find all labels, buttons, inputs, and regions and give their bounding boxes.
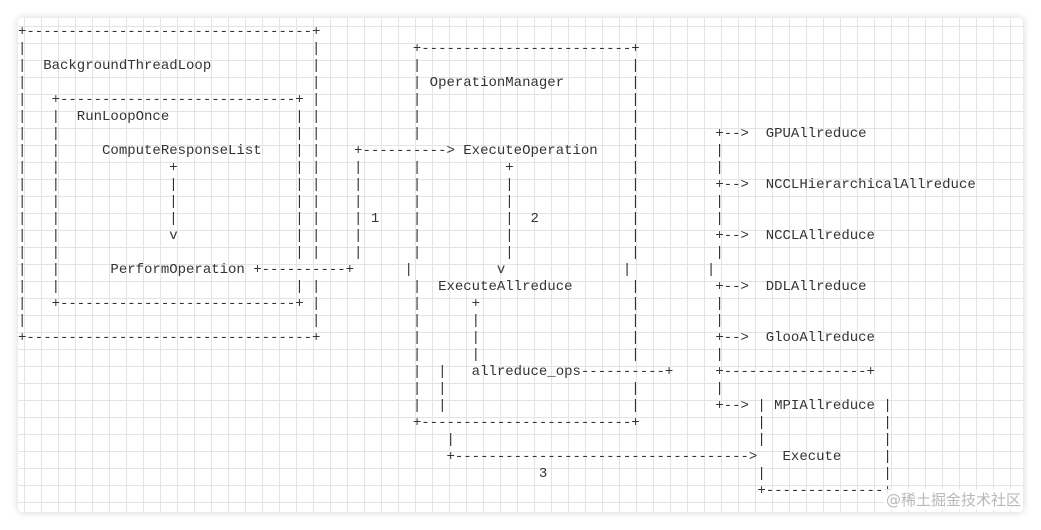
- diagram-line: +-----------------------------------> Ex…: [18, 449, 892, 465]
- diagram-line: | | | | | | | | | |: [18, 194, 724, 210]
- diagram-line: | | + | | | | + | |: [18, 160, 724, 176]
- grid-canvas: [18, 18, 1023, 512]
- diagram-line: +--------------+: [18, 483, 892, 499]
- diagram-line: | | v | | | | | | +--> NCCLAllreduce: [18, 228, 875, 244]
- diagram-line: +-------------------------+ | |: [18, 415, 892, 431]
- diagram-line: 3 | |: [18, 466, 892, 482]
- diagram-line: | | | | | | | | | +--> NCCLHierarchicalA…: [18, 177, 976, 193]
- diagram-line: +----------------------------------+ | |…: [18, 330, 875, 346]
- diagram-line: | | +-------------------------+: [18, 41, 640, 57]
- diagram-line: | | | | | | 1 | | 2 | |: [18, 211, 724, 227]
- diagram-line: | | | OperationManager |: [18, 75, 640, 91]
- diagram-line: | | | |: [18, 381, 724, 397]
- diagram-line: | | | |: [18, 347, 724, 363]
- diagram-line: | | RunLoopOnce | | | |: [18, 109, 640, 125]
- diagram-line: | | | | | | +--> GPUAllreduce: [18, 126, 867, 142]
- diagram-line: | | | +--> | MPIAllreduce |: [18, 398, 892, 414]
- diagram-line: +----------------------------------+: [18, 24, 321, 40]
- ascii-diagram: +----------------------------------+| | …: [18, 24, 976, 500]
- diagram-line: | BackgroundThreadLoop | | |: [18, 58, 640, 74]
- diagram-line: | | ComputeResponseList | | +---------->…: [18, 143, 724, 159]
- diagram-line: | +----------------------------+ | | + |…: [18, 296, 724, 312]
- diagram-line: | +----------------------------+ | | |: [18, 92, 640, 108]
- diagram-line: | | allreduce_ops----------+ +----------…: [18, 364, 875, 380]
- diagram-line: | | | | | |: [18, 313, 724, 329]
- diagram-line: | | PerformOperation +----------+ | v | …: [18, 262, 716, 278]
- watermark: @稀土掘金技术社区: [883, 489, 1023, 510]
- diagram-line: | | | | | | | | |: [18, 245, 724, 261]
- diagram-line: | | |: [18, 432, 892, 448]
- diagram-line: | | | | | ExecuteAllreduce | +--> DDLAll…: [18, 279, 867, 295]
